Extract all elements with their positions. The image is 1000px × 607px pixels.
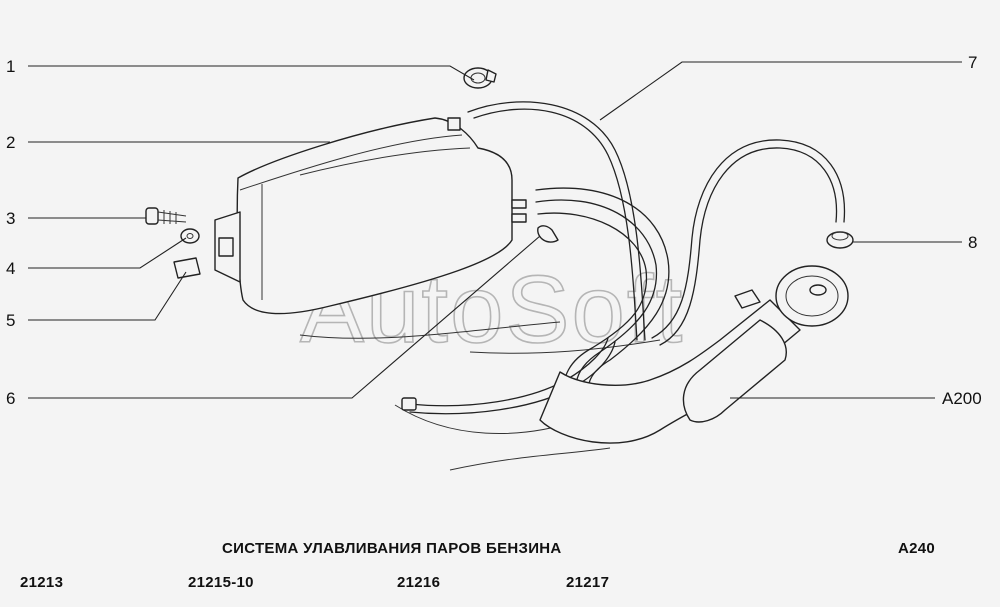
grommet (826, 231, 854, 249)
callout-label-3: 3 (6, 209, 15, 228)
hose-clip (537, 225, 559, 243)
model-number: 21216 (397, 574, 441, 591)
screw (145, 207, 187, 225)
callout-label-5: 5 (6, 311, 15, 330)
callout-label-2: 2 (6, 133, 15, 152)
callout-label-a200: A200 (942, 389, 982, 408)
callout-label-8: 8 (968, 233, 977, 252)
plate-number: A240 (898, 540, 936, 557)
vapor-canister (214, 117, 527, 315)
body-floor-outline (299, 321, 661, 471)
model-number: 21213 (20, 574, 64, 591)
callout-label-4: 4 (6, 259, 15, 278)
bracket-clip (173, 257, 201, 279)
model-number: 21217 (566, 574, 610, 591)
callout-label-1: 1 (6, 57, 15, 76)
diagram-title: СИСТЕМА УЛАВЛИВАНИЯ ПАРОВ БЕНЗИНА (222, 540, 562, 557)
leader-lines (28, 61, 962, 399)
filler-neck (539, 265, 849, 444)
model-number: 21215-10 (188, 574, 254, 591)
hose-clamp (463, 67, 497, 89)
callout-label-6: 6 (6, 389, 15, 408)
callout-label-7: 7 (968, 53, 977, 72)
washer (180, 228, 200, 244)
